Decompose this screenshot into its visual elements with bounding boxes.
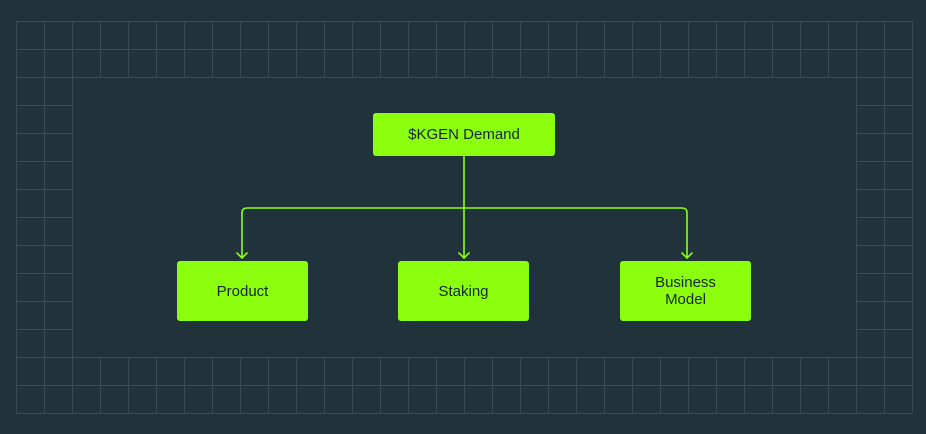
connector-bus: [241, 207, 688, 259]
child-node-label: Business Model: [655, 274, 716, 308]
arrowhead-0: [236, 252, 248, 259]
arrowhead-1: [458, 252, 470, 259]
child-node-product: Product: [177, 261, 308, 321]
child-node-label: Product: [216, 282, 269, 300]
root-node: $KGEN Demand: [373, 113, 555, 156]
arrowhead-2: [681, 252, 693, 259]
root-node-label: $KGEN Demand: [408, 126, 520, 143]
child-node-staking: Staking: [398, 261, 529, 321]
child-node-business-model: Business Model: [620, 261, 751, 321]
child-node-label: Staking: [438, 282, 489, 300]
